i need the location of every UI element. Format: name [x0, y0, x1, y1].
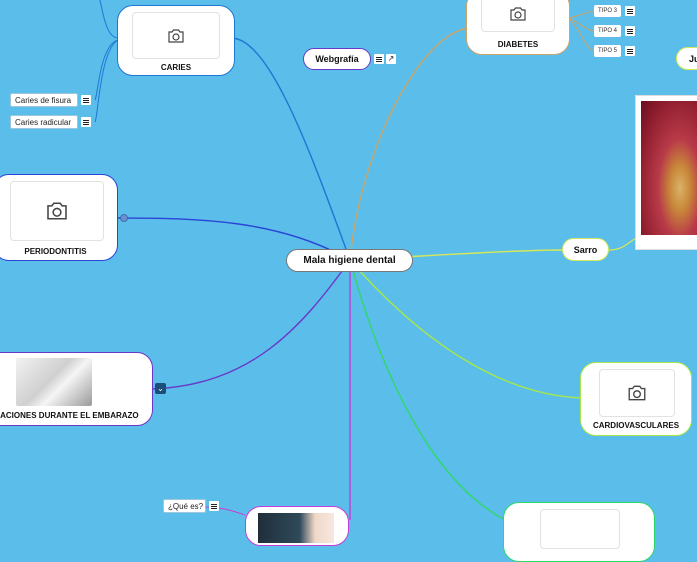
webgrafia-node[interactable]: Webgrafía [303, 48, 371, 70]
camera-icon [628, 385, 646, 401]
link-tipo4 [567, 17, 595, 32]
diabetes-image-placeholder [481, 0, 555, 32]
que-es-label: ¿Qué es? [168, 501, 204, 511]
notes-icon[interactable] [625, 26, 635, 36]
cardio-image-placeholder [599, 369, 675, 417]
magenta-image [258, 513, 334, 543]
link-sarro-image [608, 237, 638, 251]
cardio-node[interactable]: CARDIOVASCULARES [580, 362, 692, 436]
caries-node[interactable]: CARIES [117, 5, 235, 76]
caries-label: CARIES [160, 63, 192, 72]
tipo4-topic[interactable]: TIPO 4 [594, 25, 621, 37]
sarro-label: Sarro [573, 244, 598, 255]
link-tipo3 [567, 10, 595, 19]
collapse-circle-icon [120, 214, 128, 222]
notes-icon[interactable] [625, 6, 635, 16]
caries-image-placeholder [132, 12, 220, 59]
diabetes-node[interactable]: DIABETES [466, 0, 570, 55]
green-node[interactable] [503, 502, 655, 562]
cardio-label: CARDIOVASCULARES [592, 421, 680, 430]
central-topic-label: Mala higiene dental [303, 255, 396, 266]
magenta-node[interactable] [245, 506, 349, 546]
link-tipo5 [567, 17, 595, 52]
link-periodontitis [117, 217, 351, 261]
link-caries-up [99, 0, 119, 39]
central-topic[interactable]: Mala higiene dental [286, 249, 413, 272]
sarro-photo [641, 101, 697, 235]
caries-radicular-label: Caries radicular [15, 117, 72, 127]
periodontitis-image-placeholder [10, 181, 104, 241]
link-caries-radicular [94, 39, 119, 123]
green-image-placeholder [540, 509, 620, 549]
notes-icon[interactable] [625, 46, 635, 56]
caries-radicular-topic[interactable]: Caries radicular [10, 115, 78, 129]
tipo3-label: TIPO 3 [597, 8, 617, 14]
camera-icon [168, 28, 184, 43]
que-es-topic[interactable]: ¿Qué es? [163, 499, 206, 513]
diabetes-label: DIABETES [497, 40, 539, 49]
tipo5-topic[interactable]: TIPO 5 [594, 45, 621, 57]
notes-icon[interactable] [374, 54, 384, 64]
link-caries-fisura [94, 39, 119, 101]
webgrafia-label: Webgrafía [315, 54, 359, 64]
caries-fisura-topic[interactable]: Caries de fisura [10, 93, 78, 107]
tipo5-label: TIPO 5 [597, 48, 617, 54]
notes-icon[interactable] [209, 501, 219, 511]
periodontitis-label: PERIODONTITIS [24, 247, 87, 256]
link-embarazo [151, 259, 351, 390]
tipo3-topic[interactable]: TIPO 3 [594, 5, 621, 17]
external-link-icon[interactable]: ↗ [386, 54, 396, 64]
link-green [349, 259, 506, 520]
sarro-node[interactable]: Sarro [562, 238, 609, 261]
link-caries [231, 37, 351, 261]
embarazo-label: CACIONES DURANTE EL EMBARAZO [0, 411, 139, 420]
camera-icon [47, 202, 67, 220]
periodontitis-node[interactable]: PERIODONTITIS [0, 174, 118, 261]
camera-icon [510, 6, 526, 21]
embarazo-node[interactable]: CACIONES DURANTE EL EMBARAZO [0, 352, 153, 426]
link-diabetes [349, 27, 469, 261]
expand-icon[interactable]: ⌄ [155, 383, 166, 394]
caries-fisura-label: Caries de fisura [15, 95, 72, 105]
notes-icon[interactable] [81, 95, 91, 105]
ju-label: Ju [689, 53, 697, 64]
tipo4-label: TIPO 4 [597, 28, 617, 34]
connection-lines [94, 0, 638, 520]
link-cardio [349, 259, 583, 399]
notes-icon[interactable] [81, 117, 91, 127]
ju-node[interactable]: Ju [676, 47, 697, 70]
embarazo-image [16, 358, 92, 406]
sarro-image [635, 95, 697, 250]
